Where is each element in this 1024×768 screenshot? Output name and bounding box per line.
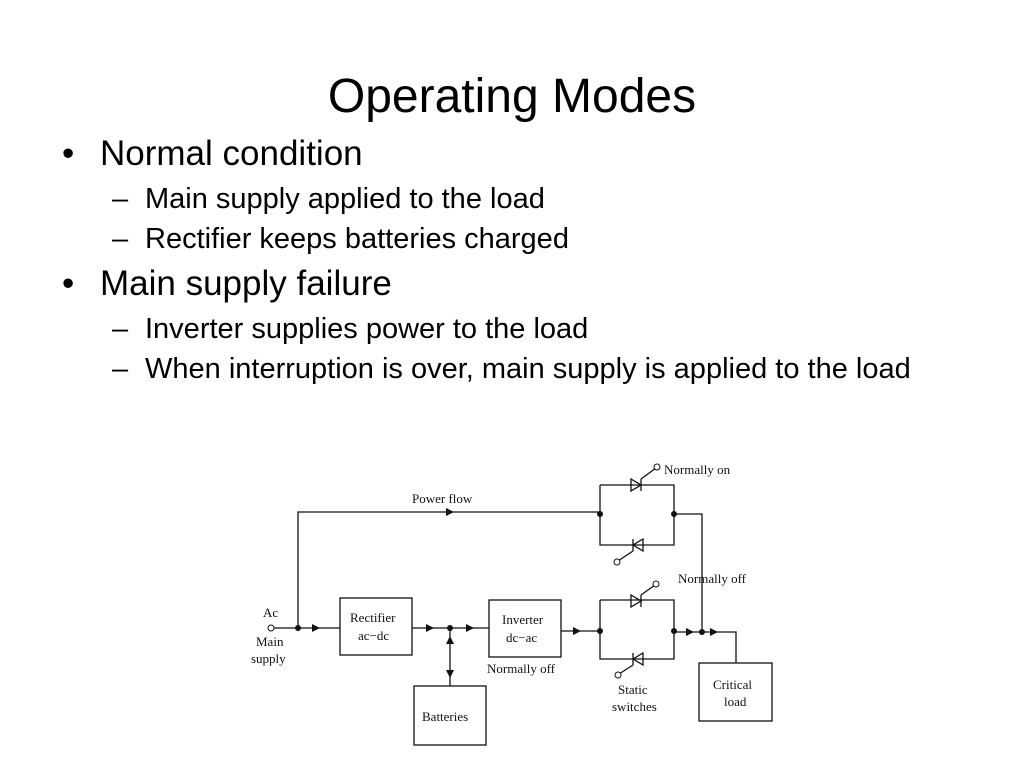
rectifier-block: Rectifier ac−dc <box>339 597 413 656</box>
batteries-block: Batteries <box>413 685 487 746</box>
critical-load-sublabel: load <box>724 694 747 709</box>
bypass-output-line: Normally off <box>674 513 747 632</box>
label-normally-off-inverter: Normally off <box>487 661 556 676</box>
bypass-line: Power flow <box>297 491 600 628</box>
batteries-label: Batteries <box>422 709 468 724</box>
sub-bullet-list: – Inverter supplies power to the load – … <box>62 311 962 387</box>
label-ac: Ac <box>263 605 278 620</box>
sub-bullet-main-supply-applied: – Main supply applied to the load <box>100 181 935 217</box>
inverter-label: Inverter <box>502 612 544 627</box>
bullet-list: • Normal condition – Main supply applied… <box>62 131 962 391</box>
critical-load-block: Critical load <box>698 662 773 722</box>
sub-bullet-text: Inverter supplies power to the load <box>145 313 589 345</box>
sub-bullet-text: Rectifier keeps batteries charged <box>145 223 569 255</box>
label-switches: switches <box>612 699 657 714</box>
static-switch-inverter: Static switches <box>597 580 677 714</box>
dc-bus <box>412 624 489 686</box>
sub-bullet-list: – Main supply applied to the load – Rect… <box>62 181 962 257</box>
critical-load-label: Critical <box>713 677 752 692</box>
dash-glyph: – <box>112 353 129 385</box>
bullet-normal-condition: • Normal condition <box>62 131 962 177</box>
bullet-glyph: • <box>62 264 75 303</box>
rectifier-sublabel: ac−dc <box>358 628 389 643</box>
sub-bullet-interruption-over: – When interruption is over, main supply… <box>100 351 935 387</box>
dash-glyph: – <box>112 223 129 255</box>
bullet-main-supply-failure: • Main supply failure <box>62 261 962 307</box>
dash-glyph: – <box>112 183 129 215</box>
inverter-block: Inverter dc−ac Normally off <box>487 599 562 676</box>
static-switch-bypass: Normally on <box>597 462 731 566</box>
rectifier-label: Rectifier <box>350 610 396 625</box>
label-static: Static <box>618 682 648 697</box>
inverter-sublabel: dc−ac <box>506 630 537 645</box>
sub-bullet-inverter-supplies: – Inverter supplies power to the load <box>100 311 935 347</box>
bullet-text: Normal condition <box>100 134 363 173</box>
label-normally-on: Normally on <box>664 462 731 477</box>
bullet-glyph: • <box>62 134 75 173</box>
label-normally-off-bypass: Normally off <box>678 571 747 586</box>
label-power-flow: Power flow <box>412 491 473 506</box>
label-main: Main <box>256 634 284 649</box>
sub-bullet-rectifier-charges: – Rectifier keeps batteries charged <box>100 221 935 257</box>
ups-block-diagram: Power flow Normally on Normally off Ac M… <box>251 462 773 746</box>
load-feed-line <box>674 628 737 663</box>
bullet-text: Main supply failure <box>100 264 392 303</box>
sub-bullet-text: When interruption is over, main supply i… <box>145 353 911 385</box>
label-supply: supply <box>251 651 286 666</box>
sub-bullet-text: Main supply applied to the load <box>145 183 545 215</box>
ac-input: Ac Main supply <box>251 605 340 666</box>
dash-glyph: – <box>112 313 129 345</box>
slide-title: Operating Modes <box>327 70 697 123</box>
inverter-output-line <box>561 627 600 635</box>
